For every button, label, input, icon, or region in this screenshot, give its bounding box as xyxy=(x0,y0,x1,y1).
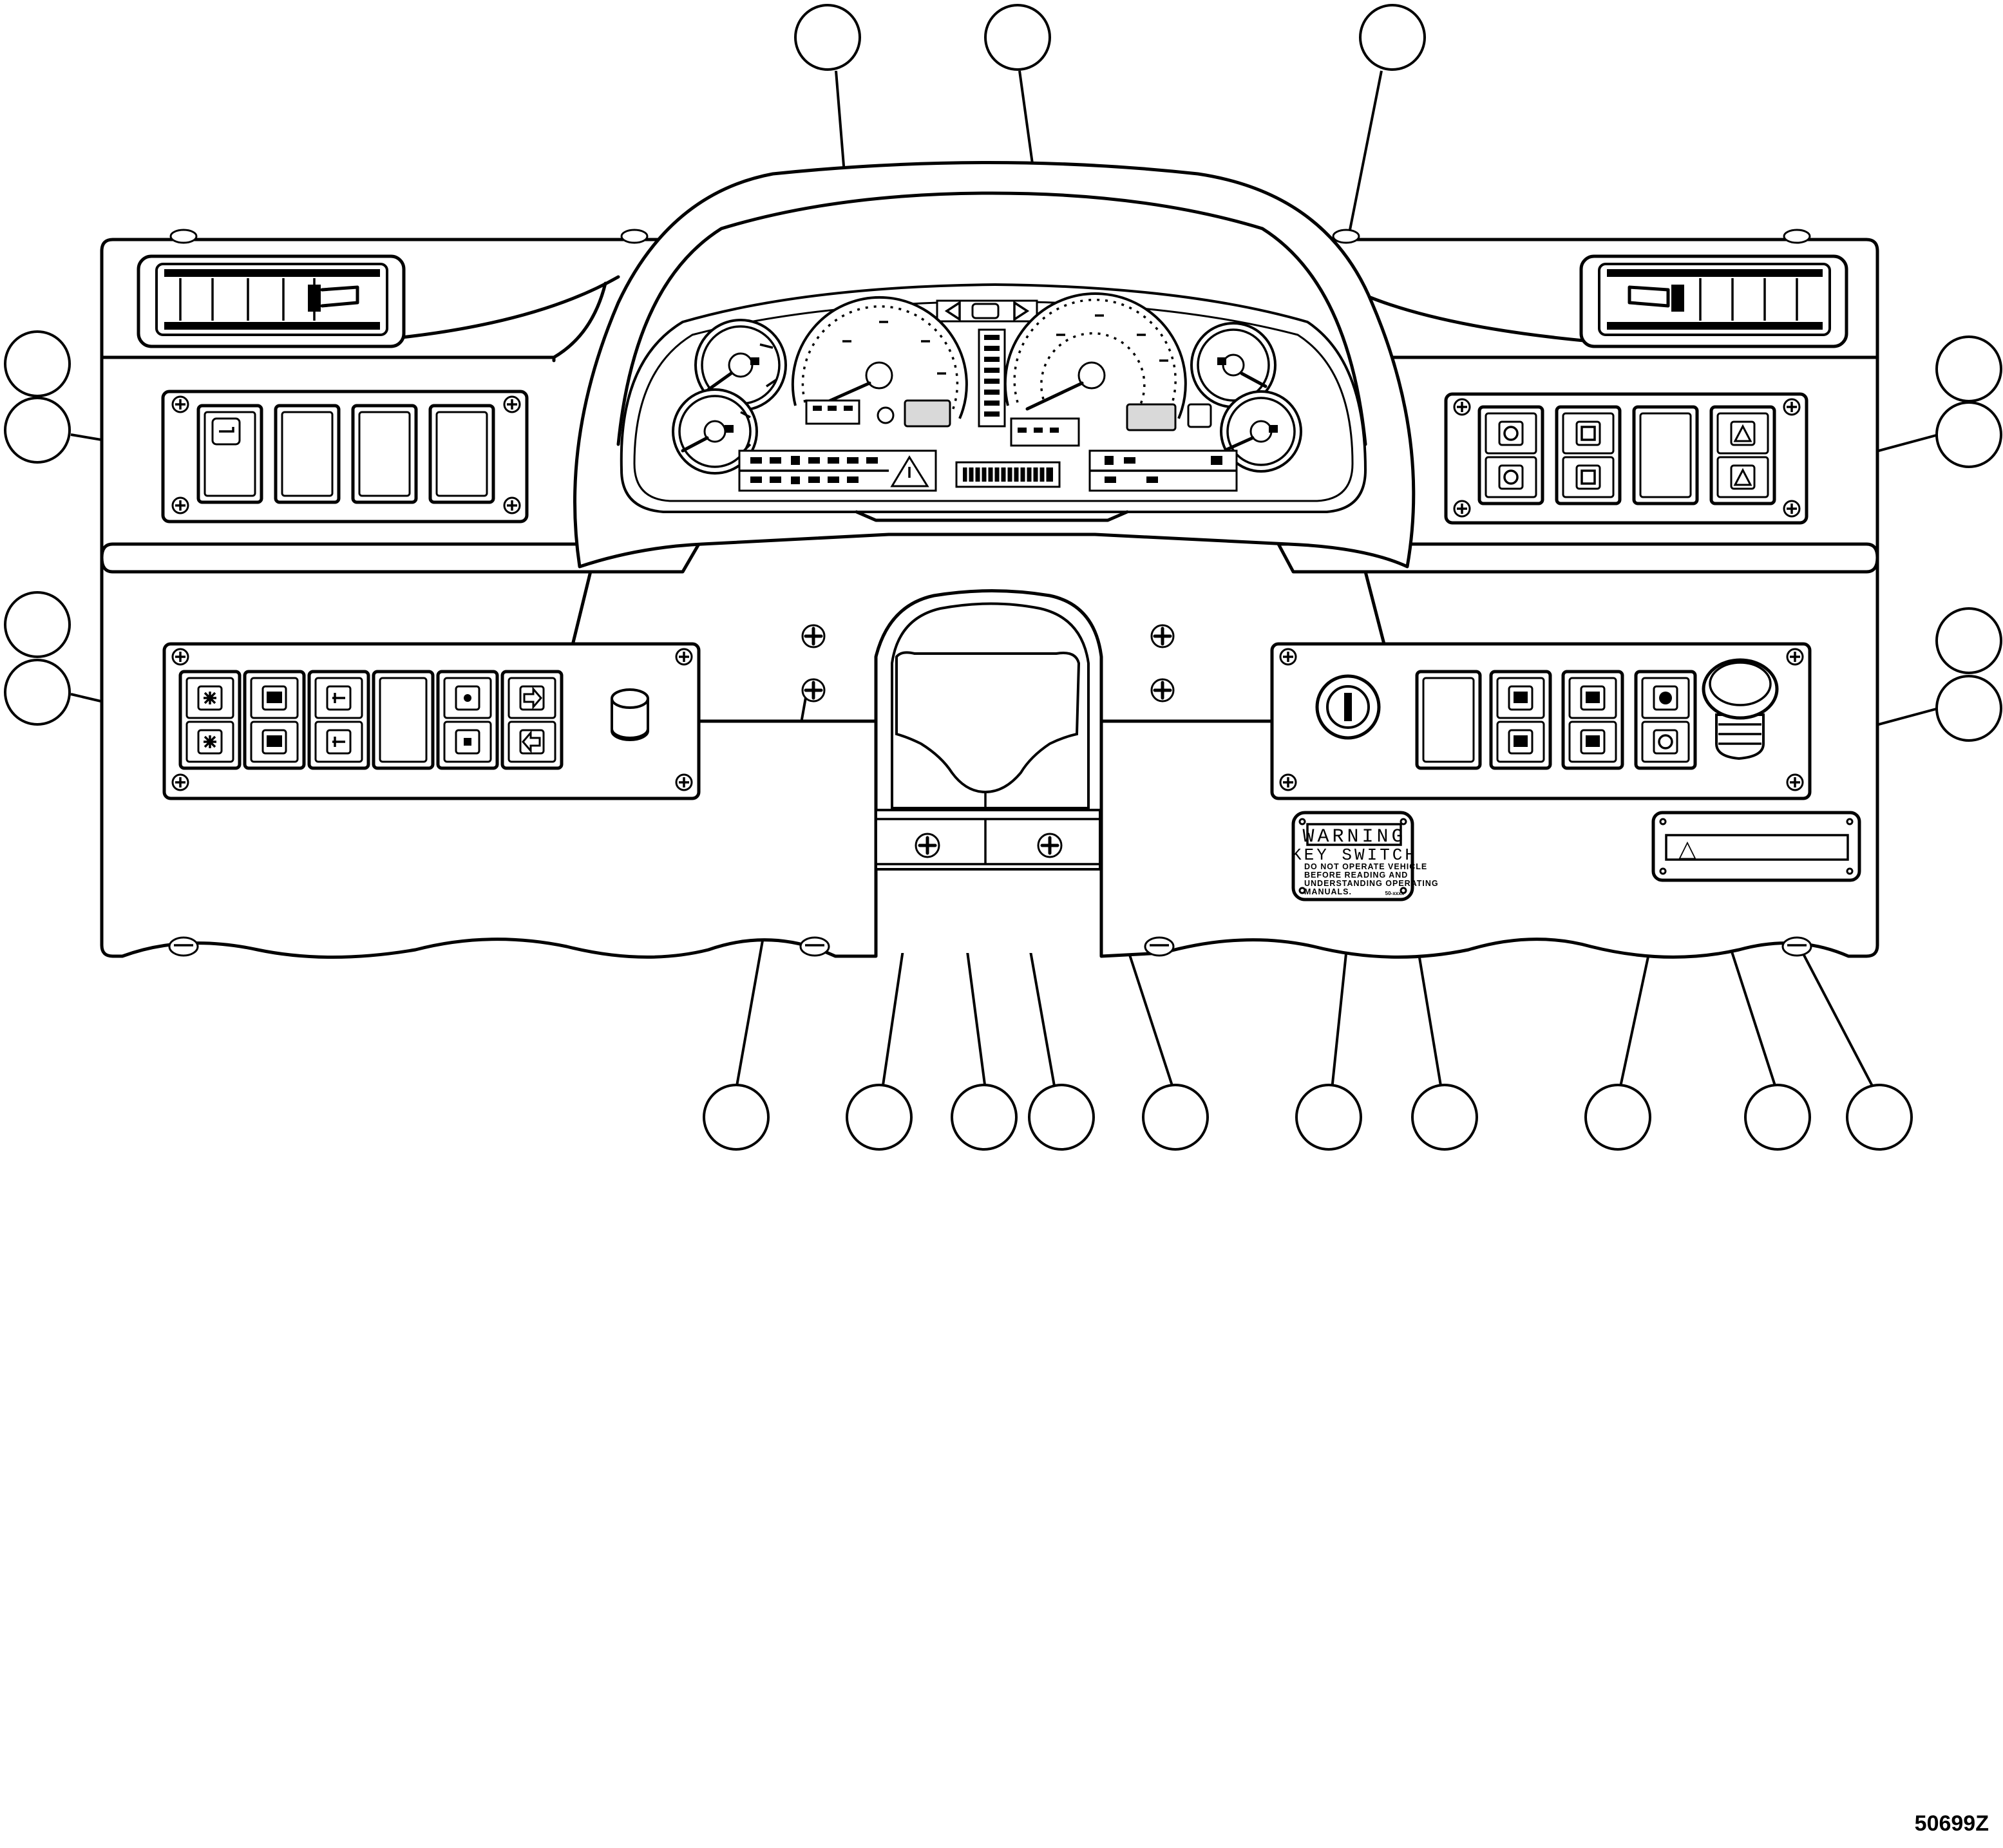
hazard-switch[interactable] xyxy=(1709,405,1776,505)
emergency-stop-button[interactable] xyxy=(1702,658,1779,760)
callout-bubble xyxy=(1142,1084,1209,1151)
bolt-icon xyxy=(1781,936,1812,957)
blank-switch xyxy=(428,404,495,504)
bolt-icon xyxy=(620,229,649,244)
rocker-switch[interactable] xyxy=(1561,670,1624,770)
callout-bubble xyxy=(4,397,71,464)
figure-id: 50699Z xyxy=(1914,1811,1989,1836)
screw-icon xyxy=(1279,648,1297,666)
oil-pressure-gauge xyxy=(1190,322,1277,408)
key-switch[interactable] xyxy=(1315,674,1381,740)
rocker-switch[interactable] xyxy=(1477,405,1544,505)
callout-bubble xyxy=(951,1084,1018,1151)
callout-bubble xyxy=(1935,607,2002,674)
screw-icon xyxy=(1453,398,1471,416)
callout-bubble xyxy=(794,4,861,71)
callout-bubble xyxy=(1295,1084,1362,1151)
screw-icon xyxy=(915,833,940,858)
callout-bubble xyxy=(984,4,1051,71)
blank-switch xyxy=(351,404,418,504)
rocker-switch[interactable] xyxy=(500,670,564,770)
screw-icon xyxy=(675,648,693,666)
right-air-vent[interactable] xyxy=(1579,254,1848,348)
rocker-switch[interactable] xyxy=(196,404,263,504)
screw-icon xyxy=(1783,398,1801,416)
callout-bubble xyxy=(846,1084,913,1151)
bar-graph-indicator xyxy=(978,328,1006,428)
warning-decal: WARNING KEY SWITCH DO NOT OPERATE VEHICL… xyxy=(1291,811,1439,901)
warning-decal-line: MANUALS. xyxy=(1304,887,1352,896)
toggle-knob[interactable] xyxy=(611,688,649,741)
callout-bubble xyxy=(4,330,71,397)
callout-bubble xyxy=(4,659,71,726)
blank-switch xyxy=(372,670,435,770)
odometer-button[interactable] xyxy=(1187,403,1212,428)
screw-icon xyxy=(1783,500,1801,518)
steering-column xyxy=(874,589,1103,953)
screw-icon xyxy=(1786,648,1804,666)
bolt-icon xyxy=(168,936,199,957)
screw-icon xyxy=(171,496,189,514)
rocker-switch[interactable] xyxy=(307,670,370,770)
caution-triangle-icon: △ xyxy=(1678,836,1696,862)
rocker-switch[interactable] xyxy=(1555,405,1622,505)
screw-icon xyxy=(171,395,189,413)
screw-icon xyxy=(171,773,189,791)
warning-decal-line: BEFORE READING AND xyxy=(1304,871,1408,880)
callout-bubble xyxy=(1935,675,2002,742)
warning-decal-subtitle: KEY SWITCH xyxy=(1291,845,1418,865)
callout-bubble xyxy=(1935,335,2002,402)
blank-switch xyxy=(1415,670,1482,770)
screw-icon xyxy=(503,395,521,413)
caution-decal: △ xyxy=(1651,811,1861,882)
screw-icon xyxy=(1150,624,1175,648)
warning-decal-line: DO NOT OPERATE VEHICLE xyxy=(1304,862,1427,871)
left-warning-lights xyxy=(738,449,937,492)
bolt-icon xyxy=(1332,229,1360,244)
bolt-icon xyxy=(1144,936,1175,957)
speedometer xyxy=(1003,292,1187,447)
screw-icon xyxy=(1453,500,1471,518)
bolt-icon xyxy=(1783,229,1811,244)
left-air-vent[interactable] xyxy=(137,254,406,348)
bolt-icon xyxy=(799,936,830,957)
blank-switch xyxy=(1632,405,1699,505)
callout-bubble xyxy=(703,1084,770,1151)
callout-bubble xyxy=(1935,401,2002,468)
callout-bubble xyxy=(1846,1084,1913,1151)
screw-icon xyxy=(675,773,693,791)
voltmeter-gauge xyxy=(1220,390,1302,473)
screw-icon xyxy=(503,496,521,514)
warning-decal-title: WARNING xyxy=(1302,826,1406,848)
turn-signal-indicators xyxy=(936,299,1038,323)
callout-bubble xyxy=(1411,1084,1478,1151)
callout-bubble xyxy=(1584,1084,1651,1151)
warning-decal-code: 50-xxxx xyxy=(1385,891,1405,896)
rocker-switch[interactable] xyxy=(243,670,306,770)
right-warning-lights xyxy=(1088,449,1238,492)
screw-icon xyxy=(171,648,189,666)
warning-decal-line: UNDERSTANDING OPERATING xyxy=(1304,879,1439,888)
screw-icon xyxy=(1786,773,1804,791)
screw-icon xyxy=(801,624,826,648)
screw-icon xyxy=(1037,833,1063,858)
callout-bubbles xyxy=(4,4,2002,1151)
temperature-gauge xyxy=(672,388,758,475)
callout-bubble xyxy=(1744,1084,1811,1151)
message-display xyxy=(955,461,1061,488)
screw-icon xyxy=(801,678,826,702)
blank-switch xyxy=(274,404,341,504)
screw-icon xyxy=(1279,773,1297,791)
rocker-switch[interactable] xyxy=(436,670,499,770)
rocker-switch[interactable] xyxy=(1634,670,1697,770)
rocker-switch[interactable] xyxy=(1489,670,1552,770)
callout-bubble xyxy=(1028,1084,1095,1151)
screw-icon xyxy=(1150,678,1175,702)
bolt-icon xyxy=(169,229,198,244)
callout-bubble xyxy=(4,591,71,658)
tachometer xyxy=(791,296,968,428)
rocker-switch[interactable] xyxy=(178,670,242,770)
callout-bubble xyxy=(1359,4,1426,71)
